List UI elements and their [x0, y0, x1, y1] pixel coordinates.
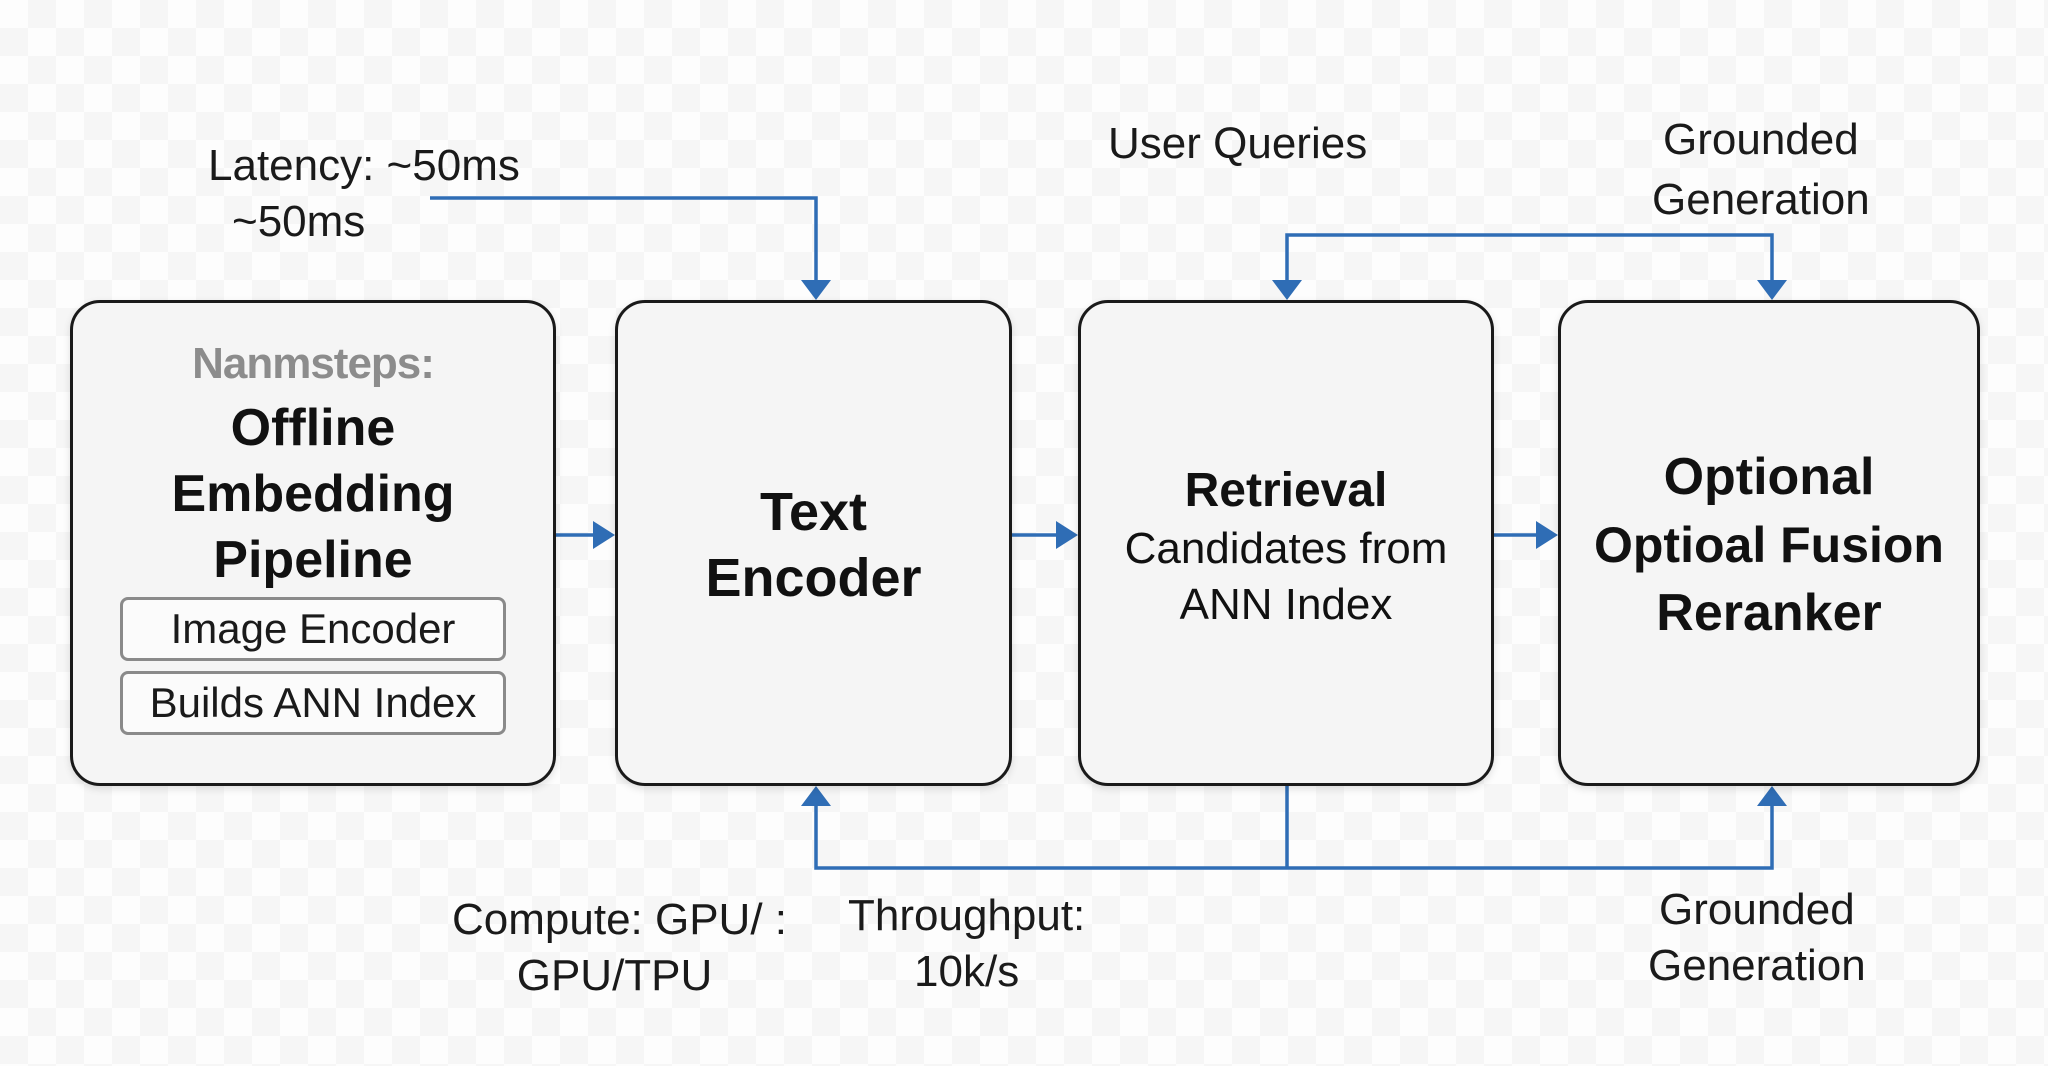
- arrowhead-to-text-encoder-bottom: [801, 786, 831, 806]
- grounded-bottom-line1: Grounded: [1659, 885, 1855, 934]
- top-loop-connector: [1285, 233, 1774, 282]
- grounded-top-line1: Grounded: [1663, 115, 1859, 164]
- compute-label: Compute: GPU/ : GPU/TPU: [452, 892, 787, 1004]
- grounded-generation-top-label: Grounded Generation: [1652, 110, 1870, 230]
- arrowhead-to-reranker-left: [1536, 521, 1558, 549]
- grounded-generation-bottom-label: Grounded Generation: [1648, 882, 1866, 994]
- throughput-line1: Throughput:: [848, 891, 1086, 940]
- retrieval-title: Retrieval: [1184, 464, 1388, 517]
- optional-fusion-reranker-box: Optional Optioal Fusion Reranker: [1558, 300, 1980, 786]
- offline-title-line1: Offline: [230, 399, 396, 457]
- throughput-line2: 10k/s: [914, 947, 1020, 996]
- compute-line2: GPU/TPU: [516, 951, 713, 1000]
- retrieval-desc-line1: Candidates from: [1124, 524, 1448, 573]
- text-encoder-title-line2: Encoder: [705, 548, 922, 608]
- latency-label-line2: ~50ms: [232, 197, 366, 246]
- throughput-label: Throughput: 10k/s: [848, 888, 1085, 1000]
- retrieval-box: Retrieval Candidates from ANN Index: [1078, 300, 1494, 786]
- arrowhead-to-text-encoder-top: [801, 280, 831, 300]
- image-encoder-subbox: Image Encoder: [120, 597, 506, 661]
- latency-label-line1: Latency: ~50ms: [208, 141, 520, 190]
- user-queries-text: User Queries: [1108, 119, 1368, 168]
- latency-label: Latency: ~50ms ~50ms: [208, 138, 520, 250]
- offline-title-line3: Pipeline: [213, 531, 413, 589]
- text-encoder-box: Text Encoder: [615, 300, 1012, 786]
- arrowhead-to-reranker-bottom: [1757, 786, 1787, 806]
- latency-connector: [430, 196, 818, 282]
- user-queries-label: User Queries: [1108, 116, 1367, 172]
- retrieval-desc-line2: ANN Index: [1179, 580, 1393, 629]
- arrowhead-to-text-encoder-left: [593, 521, 615, 549]
- bottom-loop-connector: [814, 785, 1774, 870]
- arrowhead-to-retrieval-top: [1272, 280, 1302, 300]
- grounded-top-line2: Generation: [1652, 175, 1870, 224]
- reranker-title-line3: Reranker: [1656, 584, 1882, 642]
- offline-title-line2: Embedding: [171, 465, 455, 523]
- builds-ann-index-subbox: Builds ANN Index: [120, 671, 506, 735]
- arrowhead-to-reranker-top: [1757, 280, 1787, 300]
- grounded-bottom-line2: Generation: [1648, 941, 1866, 990]
- reranker-title-line1: Optional: [1663, 448, 1875, 506]
- text-encoder-title-line1: Text: [759, 482, 868, 542]
- reranker-title-line2: Optioal Fusion: [1594, 517, 1944, 573]
- offline-embedding-pipeline-box: Nanmsteps: Offline Embedding Pipeline Im…: [70, 300, 556, 786]
- offline-heading: Nanmsteps:: [192, 339, 435, 388]
- arrowhead-to-retrieval-left: [1056, 521, 1078, 549]
- compute-line1: Compute: GPU/ :: [452, 895, 788, 944]
